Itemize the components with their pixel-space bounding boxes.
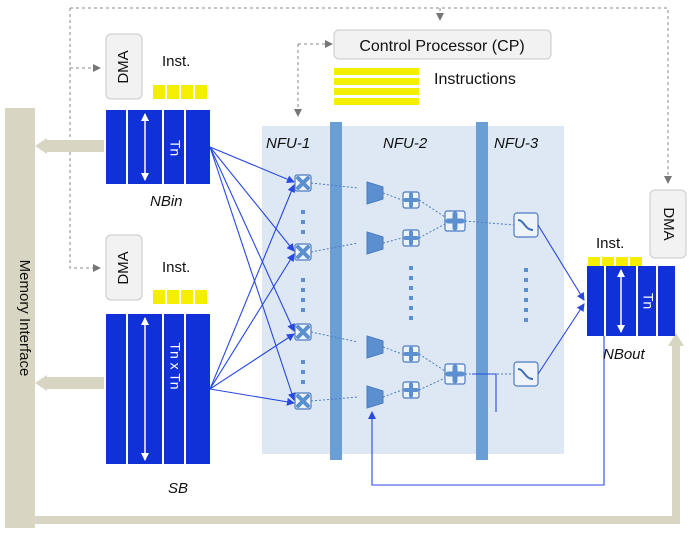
nbout-inst-label: Inst. [596, 235, 624, 252]
nfu1-to-nfu2-wires [310, 182, 359, 402]
sb-dma-label: DMA [115, 251, 132, 284]
nbin-tn-label: Tn [167, 140, 183, 156]
sb-tn-label: Tn x Tn [167, 342, 183, 389]
control-dashed-lines [69, 7, 672, 272]
plus-icon [401, 380, 421, 400]
multiply-x-icon [293, 242, 313, 262]
sigmoid-icon [513, 361, 539, 387]
multiply-x-icon [293, 391, 313, 411]
instructions-queue-icon [334, 68, 419, 105]
sb-label: SB [168, 480, 188, 497]
nbin-buffer: Tn [106, 110, 210, 184]
multiply-x-icon [293, 173, 313, 193]
multiply-x-icon [293, 322, 313, 342]
nbout-tn-label: Tn [640, 293, 656, 309]
output-wires [368, 224, 605, 486]
control-processor: Control Processor (CP) [333, 29, 552, 60]
plus-icon [445, 211, 465, 231]
sb-buffer: Tn x Tn [106, 314, 210, 464]
memory-interface-bus: Memory Interface [5, 108, 684, 528]
nbin-inst-queue-icon [153, 85, 207, 99]
sb-inst-label: Inst. [162, 259, 190, 276]
nbin-inst-label: Inst. [162, 53, 190, 70]
nbin-label: NBin [150, 193, 183, 210]
nbout-label: NBout [603, 346, 646, 363]
control-processor-label: Control Processor (CP) [359, 38, 524, 55]
nfu-pipeline-panel [262, 122, 564, 460]
nbout-dma-label: DMA [660, 207, 677, 240]
plus-icon [401, 190, 421, 210]
plus-icon [445, 364, 465, 384]
plus-icon [401, 344, 421, 364]
plus-icon [401, 228, 421, 248]
nfu1-multipliers [293, 173, 313, 411]
nbin-dma-label: DMA [115, 50, 132, 83]
nbout-dma: DMA [649, 189, 687, 259]
memory-interface-label: Memory Interface [16, 260, 33, 377]
nfu1-label: NFU-1 [266, 135, 310, 152]
input-fanin-wires [209, 146, 296, 406]
sb-dma: DMA [105, 234, 143, 301]
sb-inst-queue-icon [153, 290, 207, 304]
nfu2-label: NFU-2 [383, 135, 428, 152]
nfu2-units [366, 181, 465, 409]
instructions-label: Instructions [434, 71, 516, 88]
sigmoid-icon [513, 212, 539, 238]
nfu3-label: NFU-3 [494, 135, 539, 152]
nfu3-activations [513, 212, 539, 387]
nbout-buffer: Tn [587, 266, 675, 336]
nbin-dma: DMA [105, 33, 143, 100]
